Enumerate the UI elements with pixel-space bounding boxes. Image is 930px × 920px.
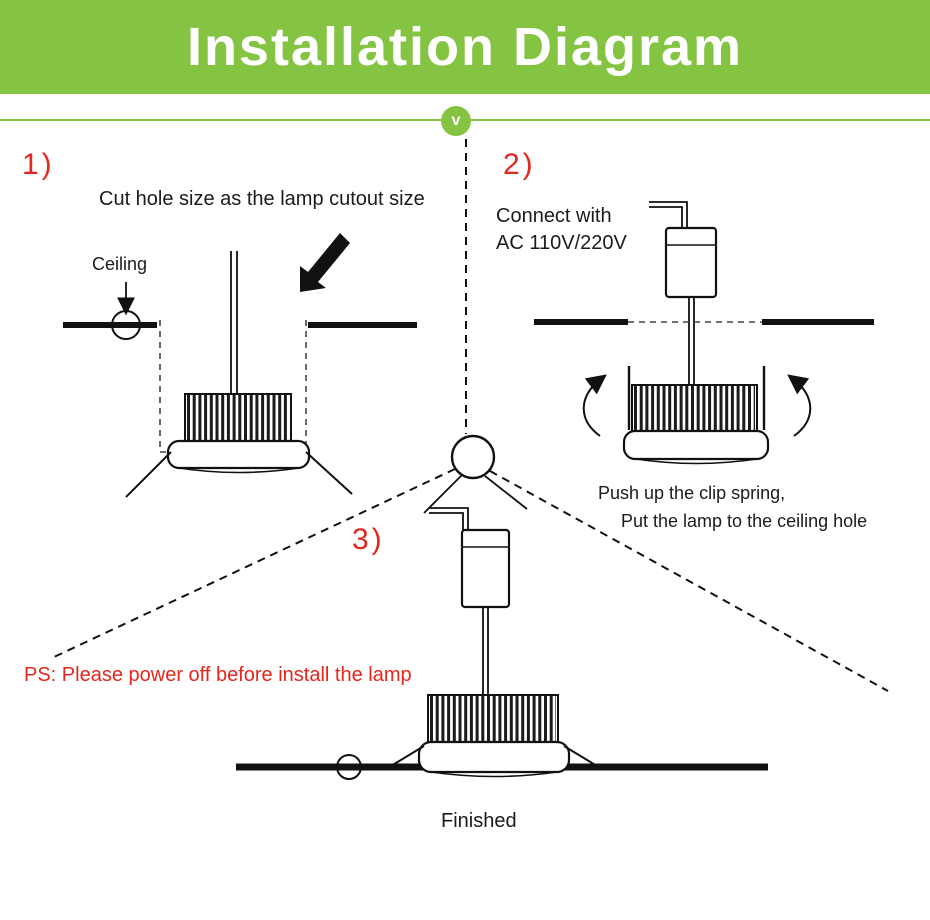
step3-drawing [236,507,768,780]
rotate-arrow-left-icon [582,374,607,437]
banner: Installation Diagram [0,0,930,94]
page-title: Installation Diagram [186,17,744,77]
spring-clips [390,745,598,767]
led-driver-box [664,226,718,299]
lamp-wire [230,251,238,394]
trim-bottom-arc [635,458,758,465]
step2-instruction-line2: AC 110V/220V [496,232,627,254]
big-arrow-icon [300,233,350,292]
step3-number: 3) [352,523,385,556]
trim-ring [166,439,311,470]
step1-instruction: Cut hole size as the lamp cutout size [99,188,425,210]
step1-number: 1) [22,148,55,181]
trim-ring [417,740,571,774]
ceiling-highlight-circle [336,754,362,780]
check-marker-icon: v [441,106,471,136]
connector-node [450,434,496,480]
supply-wire [429,507,469,530]
step1-drawing [63,233,417,498]
step2-number: 2) [503,148,536,181]
lamp-wire [688,297,695,386]
step2-note-line2: Put the lamp to the ceiling hole [621,511,868,531]
finished-caption: Finished [441,810,517,832]
spring-clips [125,451,353,498]
supply-wire [649,201,688,228]
spring-clips [627,366,766,430]
led-driver-box [460,528,511,609]
ceiling-label: Ceiling [92,254,148,274]
rotate-arrow-right-icon [787,374,812,437]
trim-ring [622,429,770,461]
trim-bottom-arc [178,467,300,474]
step2-note-line1: Push up the clip spring, [598,483,786,503]
step2-instruction-line1: Connect with [496,205,612,227]
power-off-warning: PS: Please power off before install the … [24,664,412,686]
flow-connector-lines [53,139,889,692]
trim-bottom-arc [430,771,558,778]
lamp-wire [482,607,489,694]
step2-drawing [534,201,874,465]
